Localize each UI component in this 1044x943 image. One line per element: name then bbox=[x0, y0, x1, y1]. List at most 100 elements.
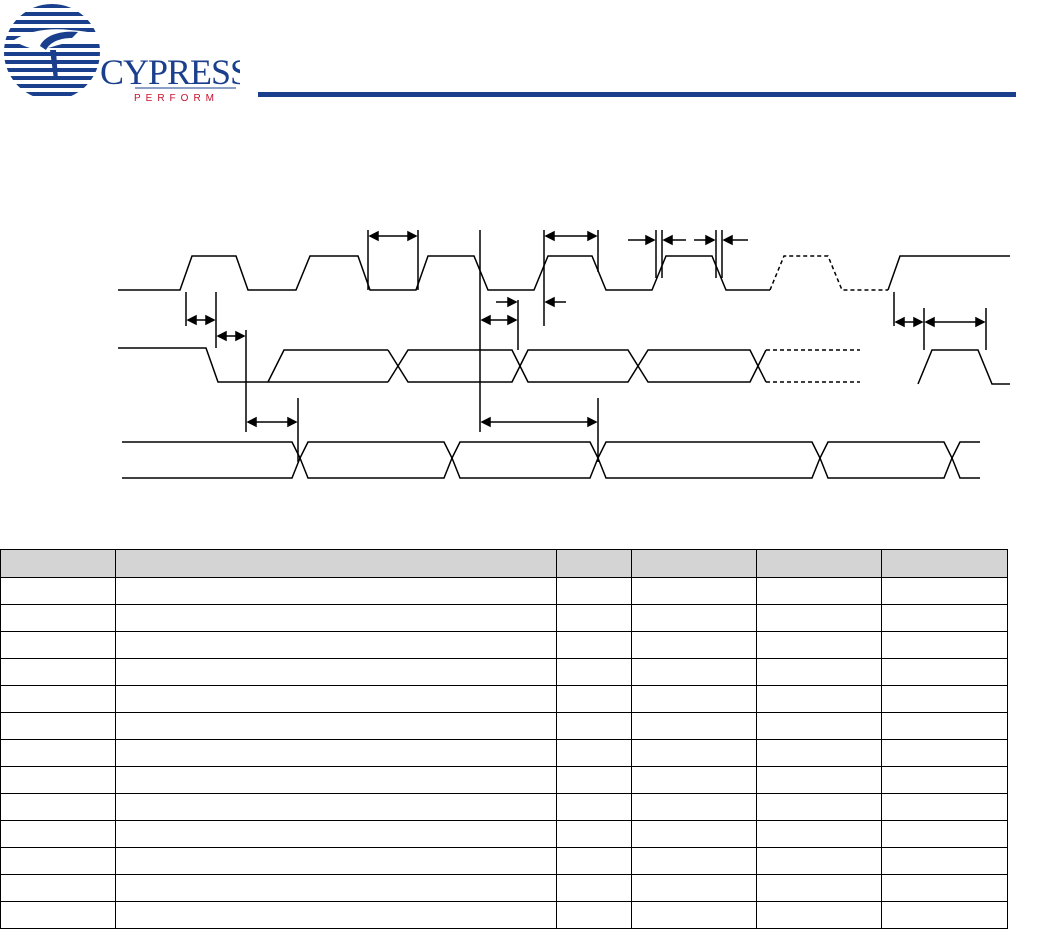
table-row bbox=[0, 847, 1008, 875]
table-cell bbox=[556, 766, 632, 794]
spec-table bbox=[0, 549, 1008, 929]
header-cell bbox=[881, 549, 1008, 578]
clock-signal-dashed bbox=[769, 255, 888, 291]
table-cell bbox=[881, 712, 1008, 740]
table-row bbox=[0, 766, 1008, 794]
table-cell bbox=[881, 604, 1008, 632]
table-cell bbox=[881, 658, 1008, 686]
table-cell bbox=[0, 577, 116, 605]
table-cell bbox=[631, 712, 757, 740]
table-cell bbox=[631, 874, 757, 902]
table-cell bbox=[756, 577, 882, 605]
table-cell bbox=[115, 604, 557, 632]
table-cell bbox=[115, 658, 557, 686]
table-cell bbox=[115, 901, 557, 929]
table-cell bbox=[631, 901, 757, 929]
table-cell bbox=[756, 820, 882, 848]
table-cell bbox=[756, 685, 882, 713]
table-cell bbox=[115, 847, 557, 875]
table-row bbox=[0, 577, 1008, 605]
table-cell bbox=[881, 631, 1008, 659]
table-cell bbox=[556, 577, 632, 605]
table-cell bbox=[556, 604, 632, 632]
clock-signal bbox=[118, 255, 770, 291]
table-cell bbox=[0, 604, 116, 632]
data-bus-top bbox=[267, 349, 388, 383]
header-cell bbox=[631, 549, 757, 578]
table-cell bbox=[756, 712, 882, 740]
table-cell bbox=[631, 847, 757, 875]
table-cell bbox=[0, 712, 116, 740]
table-row bbox=[0, 739, 1008, 767]
table-cell bbox=[756, 631, 882, 659]
table-cell bbox=[556, 712, 632, 740]
table-cell bbox=[115, 820, 557, 848]
table-cell bbox=[0, 631, 116, 659]
table-cell bbox=[0, 847, 116, 875]
table-cell bbox=[881, 793, 1008, 821]
header-cell bbox=[0, 549, 116, 578]
header-cell bbox=[556, 549, 632, 578]
header-cell bbox=[115, 549, 557, 578]
pulse-signal bbox=[917, 349, 1010, 385]
table-cell bbox=[0, 685, 116, 713]
table-cell bbox=[0, 766, 116, 794]
table-cell bbox=[556, 685, 632, 713]
table-cell bbox=[756, 766, 882, 794]
table-cell bbox=[631, 631, 757, 659]
table-cell bbox=[881, 847, 1008, 875]
table-cell bbox=[556, 874, 632, 902]
table-cell bbox=[756, 739, 882, 767]
table-cell bbox=[631, 766, 757, 794]
brand-tagline-text: PERFORM bbox=[134, 93, 219, 104]
table-cell bbox=[881, 820, 1008, 848]
table-cell bbox=[631, 685, 757, 713]
table-cell bbox=[631, 577, 757, 605]
table-cell bbox=[115, 793, 557, 821]
table-cell bbox=[0, 793, 116, 821]
table-cell bbox=[556, 847, 632, 875]
table-cell bbox=[0, 901, 116, 929]
brand-name-text: CYPRESS bbox=[100, 52, 240, 92]
table-cell bbox=[115, 712, 557, 740]
cypress-globe-icon: CYPRESS PERFORM bbox=[4, 4, 250, 104]
table-cell bbox=[881, 739, 1008, 767]
table-cell bbox=[556, 820, 632, 848]
table-row bbox=[0, 658, 1008, 686]
table-row bbox=[0, 820, 1008, 848]
table-cell bbox=[881, 874, 1008, 902]
table-header-row bbox=[0, 549, 1008, 578]
table-cell bbox=[756, 874, 882, 902]
timing-diagram bbox=[118, 230, 1010, 479]
table-cell bbox=[756, 901, 882, 929]
table-row bbox=[0, 604, 1008, 632]
table-cell bbox=[115, 577, 557, 605]
cypress-logo: CYPRESS PERFORM bbox=[0, 0, 250, 110]
table-cell bbox=[881, 901, 1008, 929]
table-cell bbox=[881, 577, 1008, 605]
table-row bbox=[0, 631, 1008, 659]
table-cell bbox=[756, 847, 882, 875]
table-cell bbox=[115, 874, 557, 902]
table-cell bbox=[0, 820, 116, 848]
table-cell bbox=[556, 793, 632, 821]
table-cell bbox=[631, 658, 757, 686]
table-cell bbox=[556, 901, 632, 929]
table-row bbox=[0, 793, 1008, 821]
table-cell bbox=[631, 739, 757, 767]
table-cell bbox=[0, 874, 116, 902]
table-row bbox=[0, 712, 1008, 740]
table-row bbox=[0, 901, 1008, 929]
table-cell bbox=[756, 793, 882, 821]
table-cell bbox=[115, 739, 557, 767]
table-cell bbox=[556, 658, 632, 686]
table-cell bbox=[756, 658, 882, 686]
header-cell bbox=[756, 549, 882, 578]
table-cell bbox=[115, 766, 557, 794]
table-cell bbox=[631, 604, 757, 632]
table-cell bbox=[115, 631, 557, 659]
strobe-signal bbox=[118, 347, 268, 383]
clock-signal-tail bbox=[887, 255, 1010, 291]
table-cell bbox=[631, 793, 757, 821]
table-cell bbox=[881, 685, 1008, 713]
